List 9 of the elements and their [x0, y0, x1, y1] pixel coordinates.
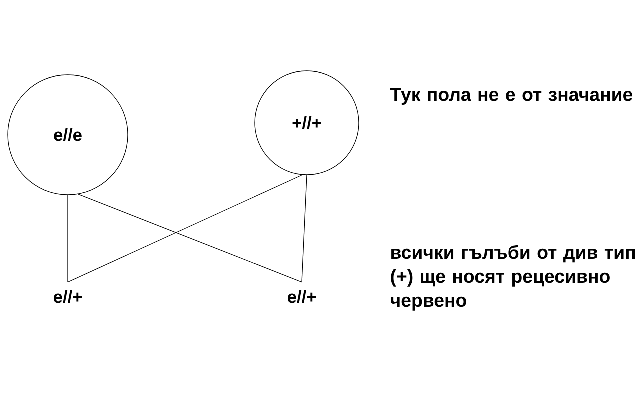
note-text: всички гълъби от див тип (+) ще носят рецесивно червено	[391, 245, 636, 311]
circle-node: +//+	[254, 70, 360, 176]
connector-line	[78, 194, 302, 283]
circle-node: e//e	[8, 74, 128, 196]
genotype-text: e//+	[288, 290, 316, 304]
genotype-text: e//+	[54, 290, 82, 304]
connector-line	[302, 175, 308, 283]
connector-line	[68, 174, 303, 283]
note-text: Тук пола не е от значание	[390, 88, 633, 105]
